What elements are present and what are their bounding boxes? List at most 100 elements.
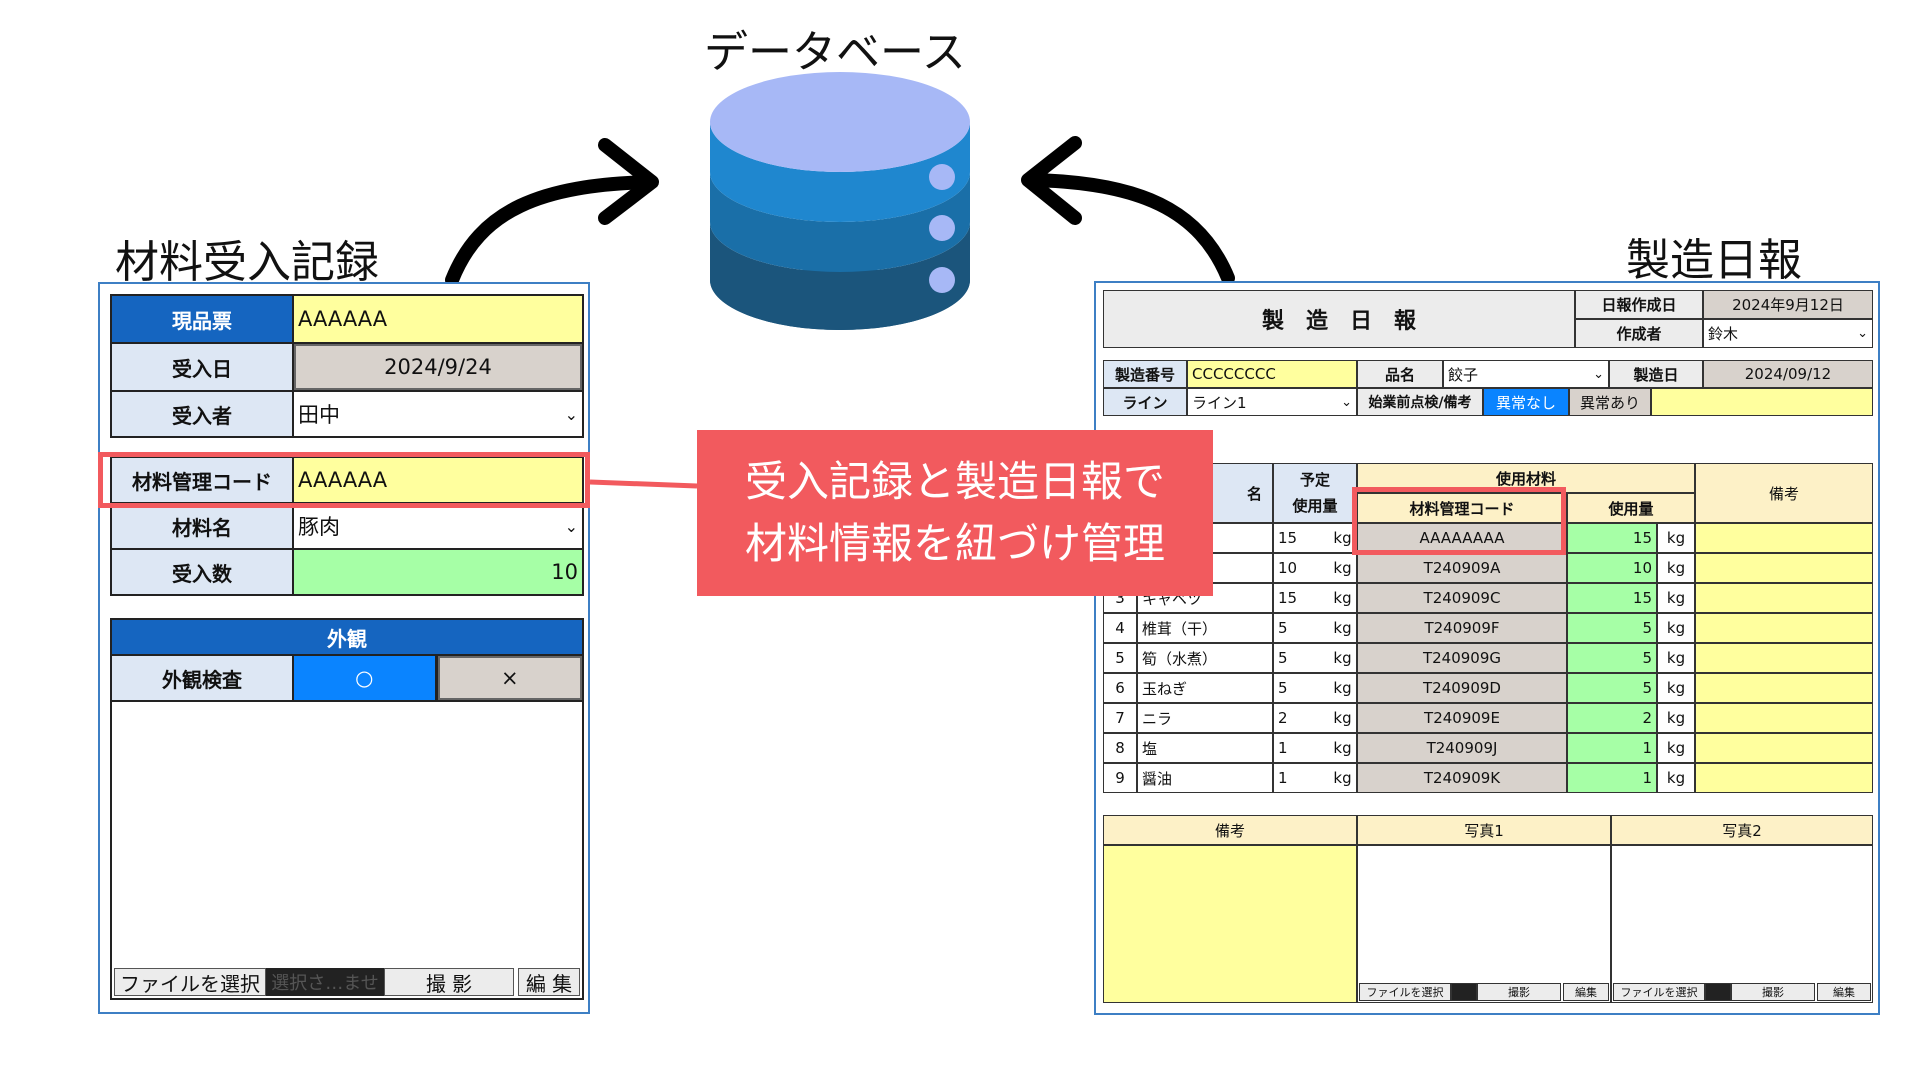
photo1-shoot-button[interactable]: 撮影 — [1477, 983, 1561, 1001]
row-number: 9 — [1103, 763, 1137, 793]
row-used-amount[interactable]: 5 — [1567, 613, 1657, 643]
product-select[interactable]: 餃子 ⌄ — [1443, 360, 1609, 388]
material-name-row: 材料名 豚肉 ⌄ — [110, 502, 584, 550]
inspection-ng-button[interactable]: × — [437, 656, 582, 700]
lot-label: 製造番号 — [1103, 360, 1187, 388]
genpin-input[interactable]: AAAAAA — [294, 296, 582, 342]
row-used-amount[interactable]: 15 — [1567, 583, 1657, 613]
row-number: 7 — [1103, 703, 1137, 733]
db-layer-3 — [710, 222, 970, 330]
photo1-file-button[interactable]: ファイルを選択 — [1359, 983, 1451, 1001]
issue-button[interactable]: 異常あり — [1569, 388, 1651, 416]
row-material-code[interactable]: T240909C — [1357, 583, 1567, 613]
material-name-select[interactable]: 豚肉 ⌄ — [294, 504, 582, 548]
chevron-down-icon: ⌄ — [1593, 366, 1604, 382]
row-planned-amount[interactable]: 5 — [1273, 613, 1329, 643]
appearance-header: 外観 — [110, 618, 584, 656]
photo2-header: 写真2 — [1611, 815, 1873, 845]
genpin-row: 現品票 AAAAAA — [110, 294, 584, 344]
line-select[interactable]: ライン1 ⌄ — [1187, 388, 1357, 416]
mfg-date-value[interactable]: 2024/09/12 — [1703, 360, 1873, 388]
row-notes-input[interactable] — [1695, 553, 1873, 583]
col-planned-line2: 使用量 — [1292, 497, 1338, 515]
row-material-code[interactable]: AAAAAAAA — [1357, 523, 1567, 553]
precheck-label: 始業前点検/備考 — [1357, 388, 1483, 416]
row-planned-amount[interactable]: 15 — [1273, 523, 1329, 553]
row-used-amount[interactable]: 15 — [1567, 523, 1657, 553]
row-material-code[interactable]: T240909J — [1357, 733, 1567, 763]
receiver-row: 受入者 田中 ⌄ — [110, 390, 584, 438]
file-select-button[interactable]: ファイルを選択 — [114, 968, 266, 996]
row-notes-input[interactable] — [1695, 613, 1873, 643]
material-code-input[interactable]: AAAAAA — [294, 458, 582, 502]
product-label: 品名 — [1357, 360, 1443, 388]
chevron-down-icon: ⌄ — [564, 404, 578, 424]
row-planned-unit: kg — [1329, 673, 1357, 703]
precheck-notes-input[interactable] — [1651, 388, 1873, 416]
photo2-shoot-button[interactable]: 撮影 — [1731, 983, 1815, 1001]
row-planned-amount[interactable]: 15 — [1273, 583, 1329, 613]
row-material-code[interactable]: T240909A — [1357, 553, 1567, 583]
row-material-name: 椎茸（干） — [1137, 613, 1273, 643]
row-material-code[interactable]: T240909G — [1357, 643, 1567, 673]
row-planned-amount[interactable]: 1 — [1273, 763, 1329, 793]
photo1-edit-button[interactable]: 編集 — [1563, 983, 1609, 1001]
row-planned-unit: kg — [1329, 703, 1357, 733]
inspection-ok-button[interactable]: ○ — [294, 656, 438, 700]
photo2-edit-button[interactable]: 編集 — [1817, 983, 1871, 1001]
row-used-amount[interactable]: 10 — [1567, 553, 1657, 583]
row-planned-amount[interactable]: 1 — [1273, 733, 1329, 763]
row-used-unit: kg — [1657, 613, 1695, 643]
chevron-down-icon: ⌄ — [564, 516, 578, 536]
row-used-amount[interactable]: 2 — [1567, 703, 1657, 733]
chevron-down-icon: ⌄ — [1341, 394, 1352, 410]
photo2-area — [1611, 845, 1873, 1003]
receipt-date-input[interactable]: 2024/9/24 — [294, 344, 582, 390]
shoot-button[interactable]: 撮 影 — [384, 968, 514, 996]
row-notes-input[interactable] — [1695, 523, 1873, 553]
row-notes-input[interactable] — [1695, 643, 1873, 673]
row-notes-input[interactable] — [1695, 673, 1873, 703]
material-name-label: 材料名 — [112, 504, 294, 548]
db-top — [710, 72, 970, 172]
no-issue-button[interactable]: 異常なし — [1483, 388, 1569, 416]
row-notes-input[interactable] — [1695, 733, 1873, 763]
row-notes-input[interactable] — [1695, 583, 1873, 613]
row-material-code[interactable]: T240909K — [1357, 763, 1567, 793]
row-planned-unit: kg — [1329, 583, 1357, 613]
row-planned-amount[interactable]: 5 — [1273, 643, 1329, 673]
callout-connector-left — [589, 479, 698, 489]
created-date-value[interactable]: 2024年9月12日 — [1703, 290, 1873, 319]
photo2-file-button[interactable]: ファイルを選択 — [1613, 983, 1705, 1001]
row-notes-input[interactable] — [1695, 703, 1873, 733]
row-used-amount[interactable]: 5 — [1567, 673, 1657, 703]
row-material-code[interactable]: T240909F — [1357, 613, 1567, 643]
row-planned-amount[interactable]: 2 — [1273, 703, 1329, 733]
row-planned-unit: kg — [1329, 613, 1357, 643]
bottom-notes-input[interactable] — [1103, 845, 1357, 1003]
row-planned-amount[interactable]: 5 — [1273, 673, 1329, 703]
row-notes-input[interactable] — [1695, 763, 1873, 793]
row-material-code[interactable]: T240909E — [1357, 703, 1567, 733]
row-used-amount[interactable]: 1 — [1567, 763, 1657, 793]
receipt-date-row: 受入日 2024/9/24 — [110, 342, 584, 392]
lot-input[interactable]: CCCCCCCC — [1187, 360, 1357, 388]
right-form-title: 製造日報 — [1626, 235, 1802, 286]
quantity-input[interactable]: 10 — [294, 550, 582, 594]
daily-production-report: 製 造 日 報 日報作成日 2024年9月12日 作成者 鈴木 ⌄ 製造番号 C… — [1094, 281, 1880, 1015]
receiver-select[interactable]: 田中 ⌄ — [294, 392, 582, 436]
inspection-row: 外観検査 ○ × — [110, 654, 584, 702]
row-used-amount[interactable]: 1 — [1567, 733, 1657, 763]
row-material-code[interactable]: T240909D — [1357, 673, 1567, 703]
right-arrow — [1021, 136, 1235, 285]
row-material-name: 玉ねぎ — [1137, 673, 1273, 703]
author-select[interactable]: 鈴木 ⌄ — [1703, 319, 1873, 348]
row-used-amount[interactable]: 5 — [1567, 643, 1657, 673]
row-material-name: 醤油 — [1137, 763, 1273, 793]
row-material-name: ニラ — [1137, 703, 1273, 733]
genpin-label: 現品票 — [112, 296, 294, 342]
edit-button[interactable]: 編 集 — [518, 968, 580, 996]
row-used-unit: kg — [1657, 583, 1695, 613]
row-planned-amount[interactable]: 10 — [1273, 553, 1329, 583]
